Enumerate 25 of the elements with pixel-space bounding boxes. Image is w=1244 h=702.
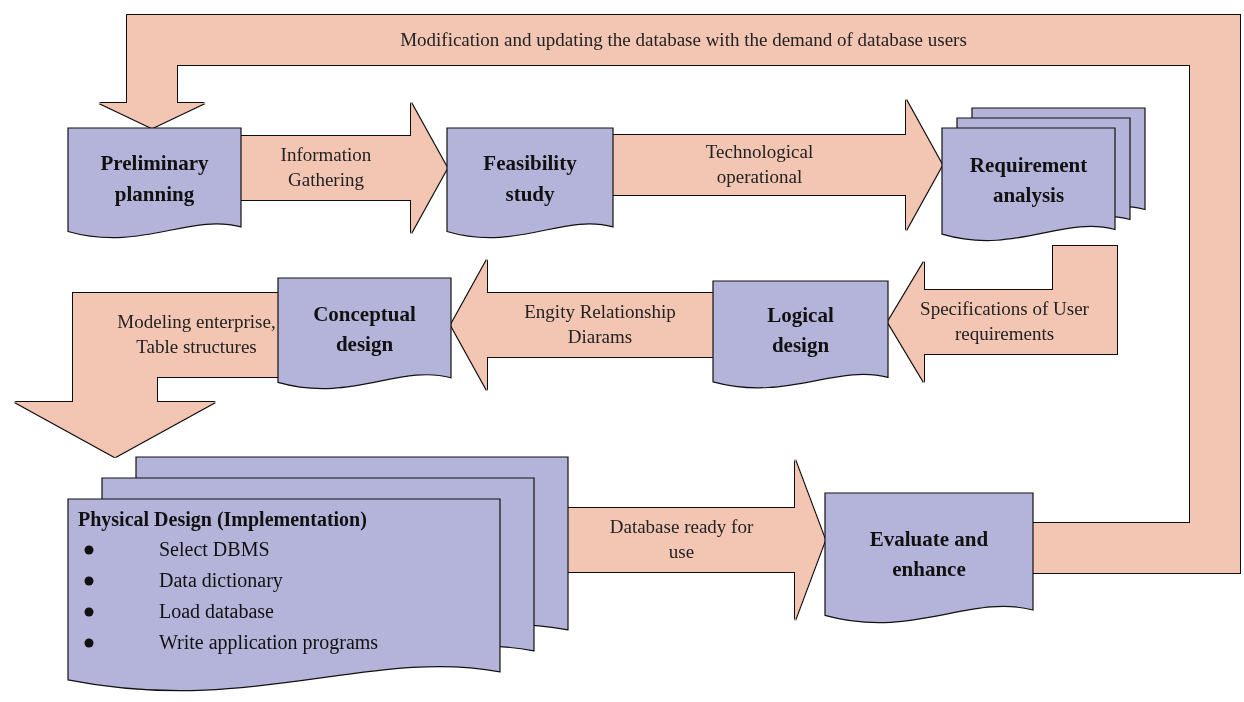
- node-title: Conceptual design: [312, 300, 417, 358]
- block-arrow: [99, 15, 1240, 573]
- bullet-item: Data dictionary: [159, 568, 283, 594]
- edge-label: Engity Relationship Diarams: [523, 300, 677, 349]
- edge-label: Information Gathering: [279, 143, 373, 192]
- node-title: Logical design: [766, 301, 835, 359]
- block-arrow: [888, 246, 1117, 382]
- bullet-item: Write application programs: [159, 630, 379, 656]
- block-arrow: [15, 293, 278, 457]
- edge-label: Database ready for use: [608, 515, 755, 564]
- block-arrow: [451, 260, 713, 390]
- node-title: Physical Design (Implementation): [78, 507, 367, 533]
- node-title: Feasibility study: [482, 150, 578, 208]
- block-arrow: [568, 460, 825, 620]
- edge-label: Modification and updating the database with the demand of database users: [399, 27, 968, 52]
- edge-label: Modeling enterprise, Table structures: [116, 310, 277, 359]
- edge-label: Specifications of User requirements: [919, 297, 1090, 346]
- block-arrow: [613, 100, 942, 230]
- block-arrow: [241, 103, 447, 233]
- edge-label: Technological operational: [704, 140, 815, 189]
- node-title: Preliminary planning: [99, 150, 210, 208]
- bullet-item: Select DBMS: [159, 537, 270, 562]
- bullet-item: Load database: [159, 599, 274, 624]
- node-title: Requirement analysis: [968, 151, 1089, 209]
- node-title: Evaluate and enhance: [868, 525, 990, 583]
